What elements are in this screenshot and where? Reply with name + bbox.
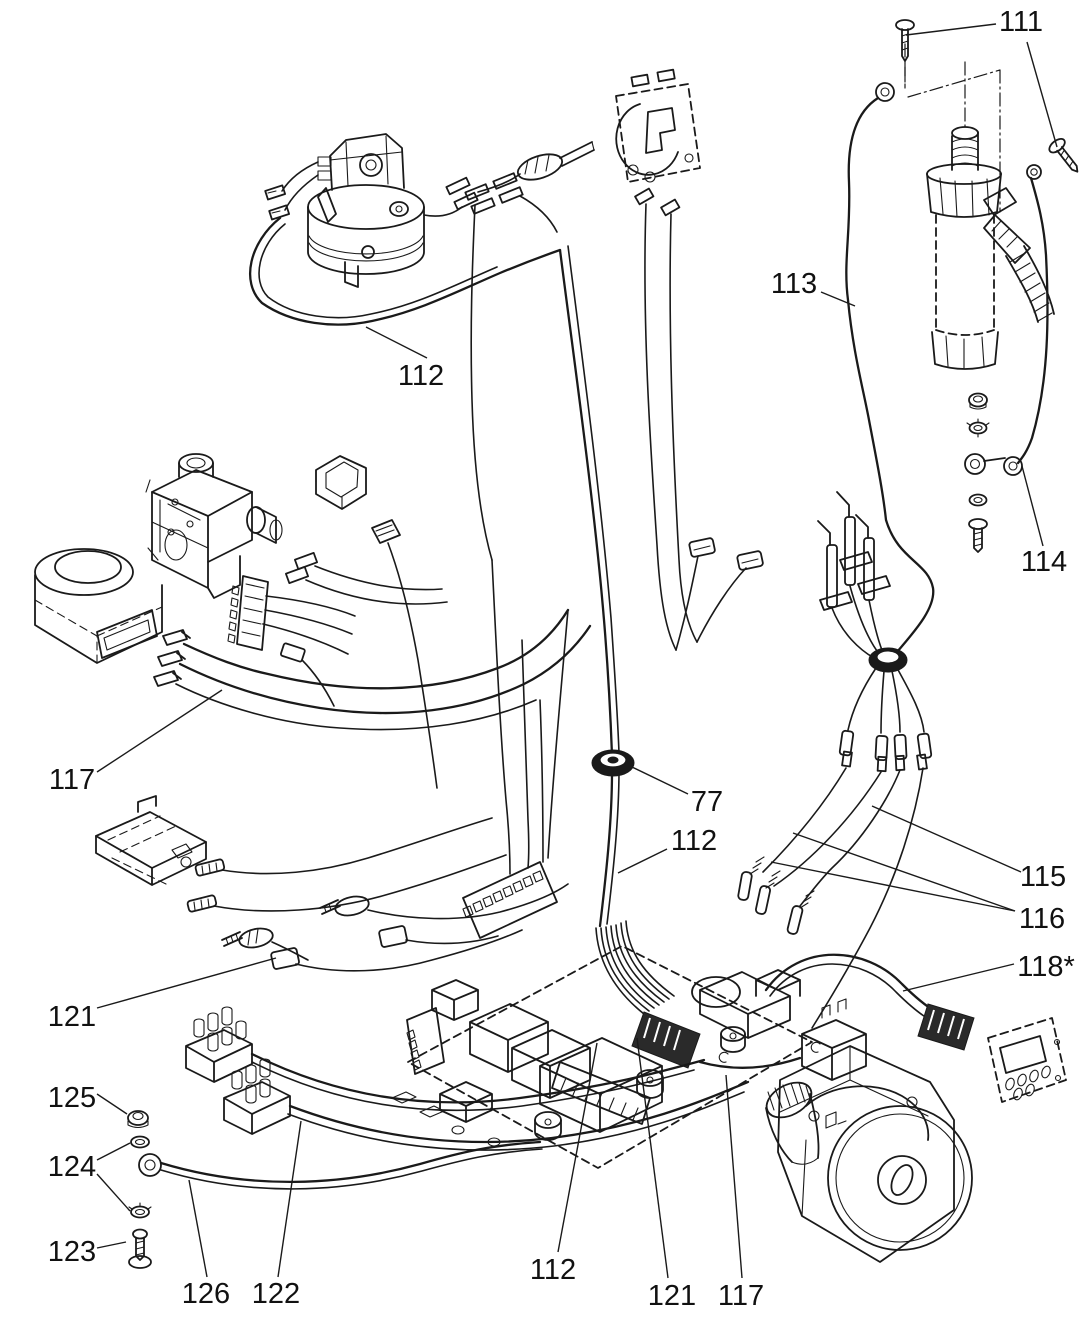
gas-valve: [145, 453, 283, 599]
callout-label-111: 111: [999, 6, 1043, 38]
clip-connectors: [675, 537, 764, 651]
spade-leads-left: [284, 551, 448, 605]
condensate-trap: [904, 43, 1055, 370]
leader-line-77: [631, 766, 689, 795]
leader-line-112-mid: [617, 848, 668, 874]
leader-line-116: [770, 861, 1016, 912]
callout-label-114: 114: [1021, 546, 1067, 578]
display-ribbon-cable: [764, 953, 975, 1051]
callout-label-121-left: 121: [48, 1001, 96, 1033]
callout-label-123: 123: [48, 1236, 96, 1268]
callout-label-125: 125: [48, 1082, 96, 1114]
limit-thermostat-plate: [615, 68, 701, 651]
terminal-screws: [231, 1058, 271, 1104]
bullet-connectors: [445, 176, 479, 211]
air-blower: [34, 548, 163, 664]
leader-line-118: [902, 963, 1015, 992]
leader-line-124: [96, 1173, 131, 1212]
display-board: [987, 1017, 1067, 1103]
main-cable-trunk: [558, 245, 620, 928]
leader-line-112-bottom: [557, 1042, 598, 1253]
leader-line-123: [96, 1241, 127, 1249]
callout-label-121-bottom: 121: [648, 1280, 696, 1312]
leader-line-111: [905, 23, 997, 36]
washer-upper-124: [130, 1135, 150, 1149]
fan-pressure-switch-assembly: [248, 133, 562, 326]
callout-label-112-bottom: 112: [530, 1254, 576, 1286]
ignition-electrode-set: [762, 491, 933, 1029]
callout-label-112-mid: 112: [671, 825, 717, 857]
inline-bullet-connectors: [838, 729, 933, 773]
leader-line-111: [1026, 41, 1058, 148]
callout-label-77: 77: [691, 786, 723, 818]
earth-fastener-set: [964, 392, 1006, 553]
leader-line-122: [277, 1120, 302, 1278]
earth-lead-right: [1003, 176, 1049, 476]
control-pcb: [391, 945, 821, 1169]
callout-label-117-bottom: 117: [718, 1280, 764, 1312]
ribbon-cable-connector: [551, 920, 701, 1125]
leader-line-117-bottom: [725, 1074, 743, 1279]
spade-terminal: [264, 184, 291, 221]
leader-line-121-left: [96, 957, 277, 1009]
earth-lead-loop: [845, 82, 935, 654]
nut-125: [127, 1110, 149, 1129]
flat-plug: [371, 519, 438, 789]
callout-label-116: 116: [1019, 903, 1065, 935]
fixing-screws: [895, 19, 1079, 180]
leader-line-115: [871, 805, 1022, 873]
electrode-boots: [737, 856, 815, 935]
inline-splice-connectors: [270, 925, 523, 972]
leader-line-114: [1021, 465, 1044, 547]
fork-terminal-leads: [153, 608, 592, 731]
washer-lower-124: [128, 1202, 152, 1219]
callout-label-122: 122: [252, 1278, 300, 1310]
callout-label-112-top: 112: [398, 360, 444, 392]
rubber-mount-block: [315, 455, 367, 510]
callout-label-113: 113: [771, 268, 817, 300]
ntc-sensor-leads: [186, 817, 569, 961]
leader-line-117-left: [96, 689, 223, 773]
crimp-splices: [186, 817, 507, 913]
earth-ring-lead: [138, 1140, 543, 1190]
harness-connector-strip: [462, 559, 569, 939]
multiway-connector: [227, 575, 356, 707]
leader-line-124: [96, 1142, 131, 1161]
callout-label-118: 118*: [1017, 951, 1075, 983]
thermistor-sensor-lead: [445, 141, 595, 561]
callouts-layer: 111 112 113 114 77 112 115 116 118* 117 121 125 124 1…: [48, 6, 1075, 1312]
callout-label-124: 124: [48, 1151, 96, 1183]
callout-label-126: 126: [182, 1278, 230, 1310]
callout-label-117-left: 117: [49, 764, 95, 796]
mounting-bracket: [95, 795, 207, 886]
leader-line-112-top: [365, 326, 428, 359]
cable-grommet-77: [591, 749, 635, 777]
terminal-blocks: [185, 1006, 750, 1151]
callout-label-115: 115: [1020, 861, 1066, 893]
leader-line-125: [96, 1093, 128, 1115]
screw-123: [128, 1228, 152, 1269]
terminal-screws: [193, 1006, 247, 1052]
leader-line-116: [792, 832, 1016, 912]
circulating-pump: [698, 998, 973, 1263]
leader-line-126: [188, 1179, 208, 1278]
leader-line-113: [820, 291, 856, 307]
leader-line-121-bottom: [636, 1037, 669, 1279]
